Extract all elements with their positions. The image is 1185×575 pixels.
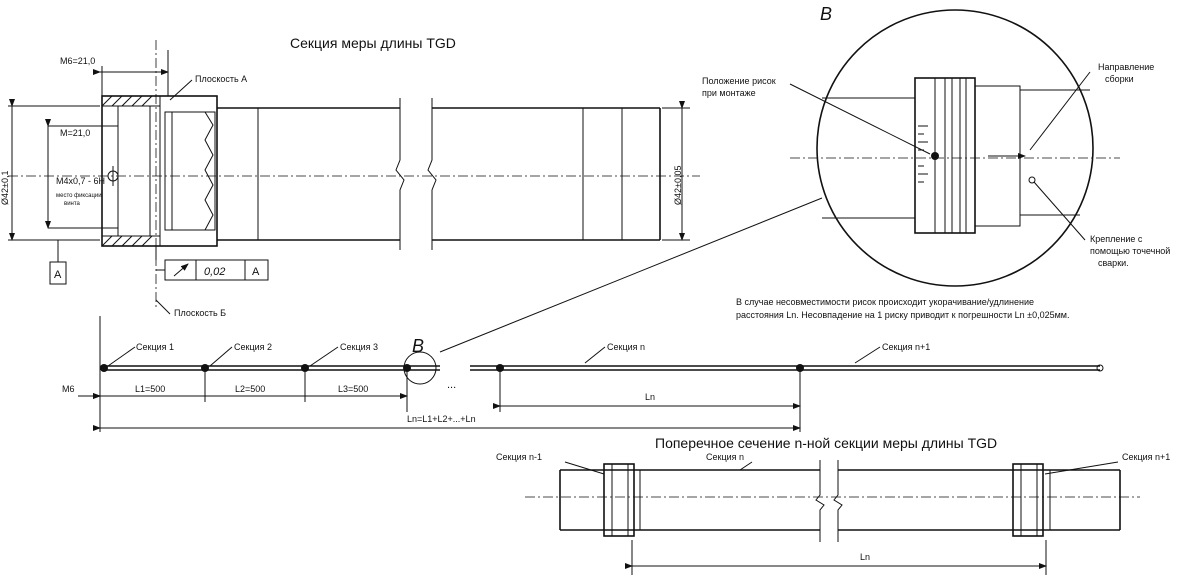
assembly-label-3: Секция 3 <box>340 342 378 352</box>
cross-middle-label: Секция n <box>706 452 744 462</box>
assembly-label-n1: Секция n+1 <box>882 342 930 352</box>
cross-left-label: Секция n-1 <box>496 452 542 462</box>
dim-l2: L2=500 <box>235 384 265 394</box>
dim-m-label: M=21,0 <box>60 128 90 138</box>
dim-ln-total: Ln=L1+L2+...+Ln <box>407 414 476 424</box>
dim-l1: L1=500 <box>135 384 165 394</box>
cross-right-label: Секция n+1 <box>1122 452 1170 462</box>
dim-l3: L3=500 <box>338 384 368 394</box>
fastening-1: Крепление с <box>1090 234 1143 244</box>
detail-note-1: В случае несовместимости рисок происходи… <box>736 297 1034 307</box>
assembly-label-n: Секция n <box>607 342 645 352</box>
detail-note-2: расстояния Ln. Несовпадение на 1 риску п… <box>736 310 1069 320</box>
plane-a-label: Плоскость A <box>195 74 247 84</box>
assembly-line: Секция 1 Секция 2 Секция 3 Секция n Секц… <box>62 316 1104 432</box>
thread-note-1: место фиксации <box>56 193 102 199</box>
assembly-direction-1: Направление <box>1098 62 1154 72</box>
assembly-label-2: Секция 2 <box>234 342 272 352</box>
tolerance-datum: A <box>252 266 260 278</box>
assembly-direction-2: сборки <box>1105 74 1134 84</box>
dim-ln: Ln <box>645 392 655 402</box>
tolerance-value: 0,02 <box>204 266 225 278</box>
dim-top-label: M6=21,0 <box>60 56 95 66</box>
cross-section: Секция n-1 Секция n Секция n+1 Ln <box>496 452 1170 575</box>
detail-b: B Положение рисок при монтаже Направлени… <box>439 4 1170 353</box>
main-title: Секция меры длины TGD <box>290 35 456 51</box>
datum-box <box>49 261 67 285</box>
marks-position-1: Положение рисок <box>702 76 776 86</box>
thread-note-2: винта <box>64 201 81 207</box>
cross-section-title: Поперечное сечение n-ной секции меры дли… <box>655 435 997 451</box>
fastening-2: помощью точечной <box>1090 246 1170 256</box>
plane-b-label: Плоскость Б <box>174 308 226 318</box>
marks-position-2: при монтаже <box>702 88 756 98</box>
section-drawing: M6=21,0 Плоскость A Плоскость Б M=21,0 M… <box>0 40 700 318</box>
assembly-label-1: Секция 1 <box>136 342 174 352</box>
datum-label: A <box>54 269 62 281</box>
fastening-3: сварки. <box>1098 258 1129 268</box>
detail-letter: B <box>820 4 832 24</box>
assembly-marker: B <box>412 336 424 356</box>
dim-right-label: Ø42±0,05 <box>673 166 683 205</box>
thread-label: M4x0,7 - 6H <box>56 176 105 186</box>
dim-left-label: Ø42±0,1 <box>0 171 10 205</box>
dim-m6: M6 <box>62 384 75 394</box>
cross-dim-label: Ln <box>860 552 870 562</box>
assembly-dots: ... <box>447 379 456 391</box>
